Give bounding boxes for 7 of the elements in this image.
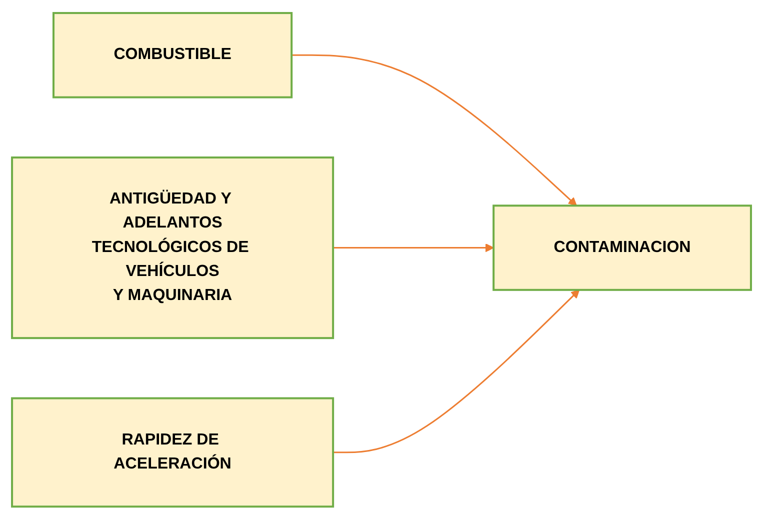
arrow [333,290,580,454]
node-box: CONTAMINACION [492,204,752,292]
node-box: COMBUSTIBLE [52,12,293,98]
arrow [333,244,494,252]
node-box: RAPIDEZ DE ACELERACIÓN [11,397,334,508]
node-box: ANTIGÜEDAD Y ADELANTOS TECNOLÓGICOS DE VEHÍCULOS Y MAQUINARIA [11,156,334,340]
arrow [292,54,577,206]
